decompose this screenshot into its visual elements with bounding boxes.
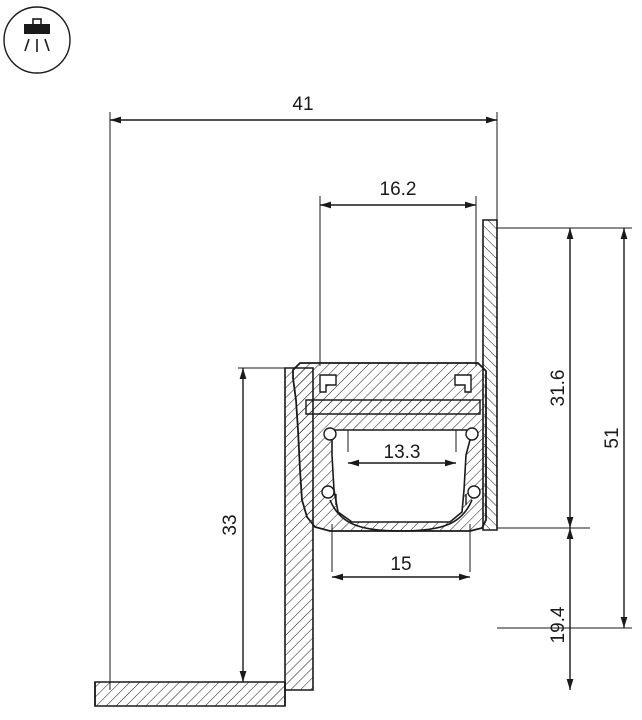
dimension-label: 33 (220, 514, 241, 535)
dimension-profile-width: 15 (332, 554, 470, 581)
dimension-lower-height: 19.4 (548, 528, 574, 690)
dimension-left-height: 33 (220, 368, 247, 682)
dimension-label: 41 (292, 94, 313, 115)
dimension-overall-height: 51 (602, 228, 628, 628)
extension-lines (109, 112, 632, 690)
profile-cross-section (292, 219, 498, 532)
dimension-label: 15 (390, 554, 411, 575)
dimension-inner-width: 16.2 (320, 179, 476, 209)
mounting-bracket (94, 367, 314, 707)
dimension-label: 19.4 (548, 606, 569, 643)
downlight-icon (3, 6, 71, 74)
dimension-label: 16.2 (380, 179, 417, 200)
dimension-channel-width: 13.3 (348, 442, 456, 467)
dimension-label: 51 (602, 427, 623, 448)
dimension-upper-height: 31.6 (548, 228, 574, 528)
dimension-overall-width: 41 (110, 94, 497, 124)
dimension-label: 13.3 (384, 442, 421, 463)
dimension-label: 31.6 (548, 370, 569, 407)
